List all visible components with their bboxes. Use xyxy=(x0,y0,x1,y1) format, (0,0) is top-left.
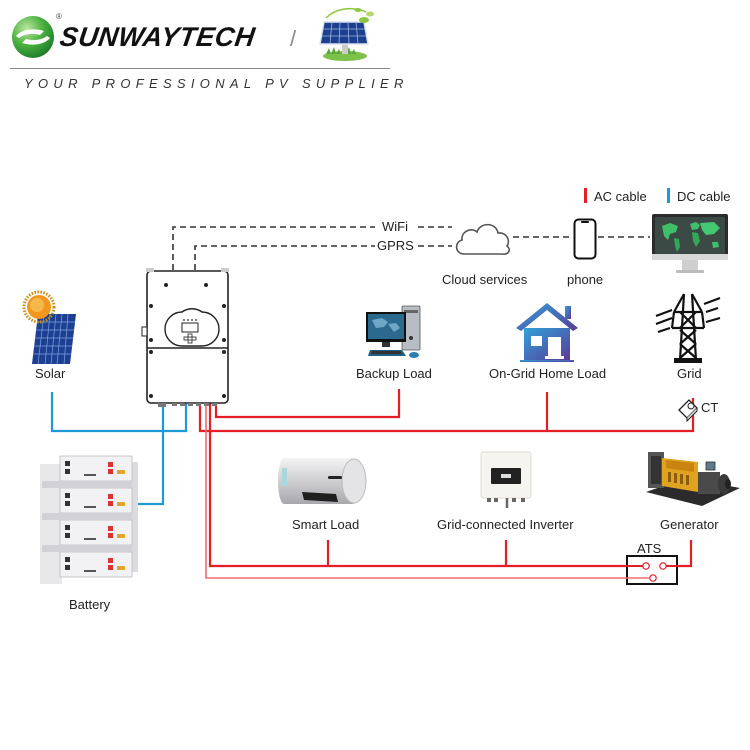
dc-legend-swatch xyxy=(667,188,670,203)
monitor-world-map-icon[interactable] xyxy=(652,214,728,276)
dc-battery-cable xyxy=(137,402,165,506)
dc-solar-cable xyxy=(50,392,188,433)
house-icon xyxy=(516,303,578,362)
sunwaytech-logo-icon xyxy=(12,16,54,58)
ac-ats-output-cable xyxy=(205,402,653,579)
backup-load-label: Backup Load xyxy=(356,366,432,381)
grid-inverter-label: Grid-connected Inverter xyxy=(437,517,574,532)
generator-label: Generator xyxy=(660,517,719,532)
phone-icon xyxy=(573,218,597,260)
wifi-link xyxy=(172,226,375,270)
ac-legend-label: AC cable xyxy=(594,189,647,204)
ac-backup-load-cable xyxy=(214,389,401,419)
dc-legend-label: DC cable xyxy=(677,189,731,204)
smart-load-label: Smart Load xyxy=(292,517,360,532)
ct-label: CT xyxy=(701,400,719,415)
cloud-icon xyxy=(455,223,510,255)
battery-label: Battery xyxy=(69,597,111,612)
ats-switch-icon xyxy=(626,555,678,585)
tagline: YOUR PROFESSIONAL PV SUPPLIER xyxy=(24,76,409,91)
gprs-link xyxy=(194,245,375,270)
ats-label: ATS xyxy=(637,541,662,556)
gprs-label: GPRS xyxy=(377,238,414,253)
phone-label: phone xyxy=(567,272,604,287)
ac-generator-bus xyxy=(208,402,646,568)
water-heater-icon xyxy=(278,458,367,504)
header-divider xyxy=(10,68,390,69)
solar-panel-logo-icon xyxy=(319,7,374,61)
hybrid-inverter-icon[interactable] xyxy=(141,268,232,407)
ac-legend-swatch xyxy=(584,188,587,203)
registered-mark: ® xyxy=(56,12,62,21)
desktop-computer-icon xyxy=(366,305,421,358)
cloud-services-label: Cloud services xyxy=(442,272,528,287)
power-tower-icon xyxy=(655,293,721,363)
grid-inverter-icon xyxy=(480,451,532,508)
battery-rack-icon xyxy=(40,455,138,584)
ac-grid-cable xyxy=(198,398,695,433)
wifi-label: WiFi xyxy=(382,219,408,234)
solar-panel-sun-icon xyxy=(22,290,76,365)
home-load-label: On-Grid Home Load xyxy=(489,366,607,381)
header-separator: / xyxy=(290,26,297,51)
current-transformer-icon xyxy=(678,399,698,423)
solar-label: Solar xyxy=(35,366,66,381)
grid-label: Grid xyxy=(677,366,702,381)
diesel-generator-icon xyxy=(646,452,740,506)
